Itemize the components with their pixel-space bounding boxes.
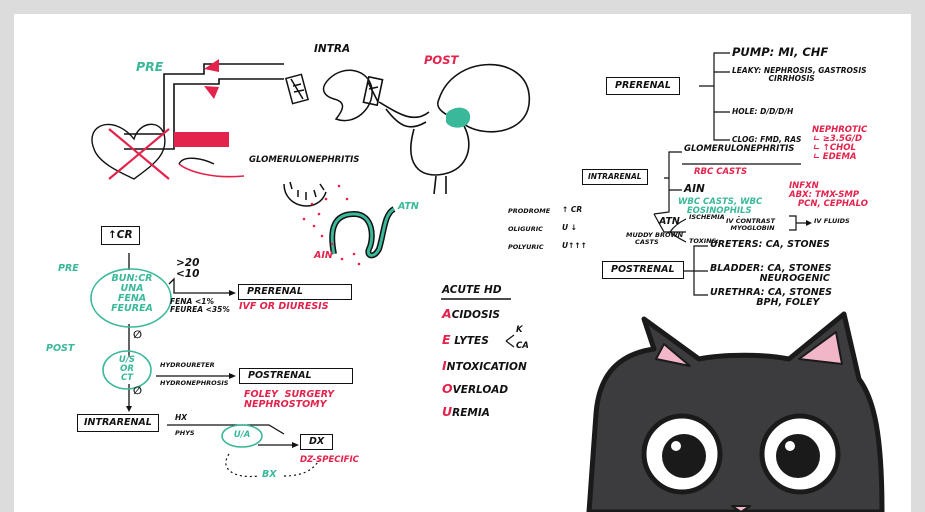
mnemonic-rest: remia — [452, 407, 490, 419]
label-ain: AIN — [314, 250, 333, 261]
dx-box: DX — [300, 434, 334, 450]
kidney-drawing — [284, 69, 373, 122]
tree-lines — [653, 52, 806, 296]
mnemonic-letter: I — [442, 358, 447, 373]
flowchart-arrowheads — [126, 290, 299, 448]
contrast-myoglobin-label: IV contrast myoglobin — [726, 217, 776, 232]
label-intra: Intra — [314, 43, 351, 55]
fena-note: FeNa <1% FEUrea <35% — [170, 297, 230, 314]
bx-dotted-loop — [225, 453, 320, 478]
mnemonic-rest: verload — [452, 384, 509, 396]
hydronephrosis-label: hydronephrosis — [160, 379, 229, 387]
bun-cr-ratio: >20 <10 — [176, 257, 200, 281]
bun-cr-oval — [90, 268, 172, 328]
bladder-green-blob — [446, 107, 471, 128]
bladder-drawing — [362, 63, 530, 195]
cat-mascot — [586, 311, 885, 512]
whiteboard: Pre Intra Post Glomerulonephritis ATN AI… — [14, 14, 911, 512]
elytes-fork — [505, 334, 515, 348]
prodrome-label: Prodrome — [508, 207, 551, 215]
null-symbol-1: ∅ — [133, 329, 142, 341]
tree-arrowhead — [806, 220, 812, 226]
mnemonic-item: Overload — [442, 382, 508, 396]
tree-prerenal-box: Prerenal — [606, 77, 680, 95]
polyuric-value: U↑↑↑ — [562, 241, 587, 250]
label-post: Post — [424, 53, 459, 67]
ivf-or-diuresis: IVF OR DIURESIS — [239, 301, 329, 312]
muddy-brown-casts-label: Muddy brown casts — [626, 231, 684, 246]
label-pre: Pre — [136, 59, 164, 74]
polyuric-label: Polyuric — [508, 243, 544, 251]
elytes-ca: Ca — [516, 341, 529, 351]
hx-label: HX — [175, 413, 188, 422]
ischemia-label: Ischemia — [689, 213, 725, 221]
drawings-layer — [90, 52, 885, 512]
mnemonic-rest: cidosis — [451, 309, 500, 321]
mnemonic-letter: A — [442, 306, 452, 321]
nephrotic-label: Nephrotic ㄴ ≥3.5g/d ㄴ ↑chol ㄴ edema — [812, 125, 868, 162]
infxn-abx-label: Infxn Abx: TMX-SMP PCN, cephalo — [789, 181, 868, 209]
tubule-drawing — [329, 206, 396, 259]
red-vessel-segment — [174, 132, 229, 147]
elytes-k: K — [516, 325, 523, 335]
us-ct-oval — [102, 350, 152, 390]
pump-label: Pump: MI, CHF — [732, 45, 829, 59]
ua-label: U/A — [233, 430, 251, 440]
hydroureter-label: hydroureter — [160, 361, 215, 369]
flow-pre-label: Pre — [58, 263, 79, 274]
mnemonic-rest: ntoxication — [446, 361, 527, 373]
leaky-label: Leaky: nephrosis, gastrosis cirrhosis — [732, 66, 867, 83]
oliguric-value: U ↓ — [562, 223, 577, 232]
red-vessel-wedge — [204, 59, 219, 72]
dz-specific-label: Dz-specific — [300, 455, 359, 465]
mnemonic-letter: U — [442, 404, 453, 419]
ureters-label: Ureters: CA, stones — [710, 239, 830, 250]
glomerulus-drawing — [283, 181, 327, 207]
phys-label: PHYS — [175, 429, 195, 437]
tree-intrarenal-box: Intrarenal — [582, 169, 648, 185]
bladder-label: Bladder: CA, stones Neurogenic — [710, 263, 832, 284]
ua-oval — [221, 424, 263, 448]
mnemonic-rest: lytes — [450, 335, 489, 347]
ain-dots — [302, 184, 361, 266]
label-glomerulonephritis: Glomerulonephritis — [249, 155, 360, 165]
bun-cr-panel: BUN:CR UNA FENA FEUREA — [111, 273, 153, 314]
iv-fluids-label: IV Fluids — [814, 217, 850, 225]
mnemonic-item: Uremia — [442, 405, 490, 419]
oliguric-label: Oliguric — [508, 225, 543, 233]
urethra-label: Urethra: CA, stones BPH, Foley — [710, 287, 832, 308]
toxins-label: Toxins: — [689, 237, 719, 245]
mnemonic-letter: E — [442, 332, 451, 347]
mnemonic-letter: O — [442, 381, 453, 396]
bx-label: BX — [262, 469, 277, 480]
flowchart-lines — [128, 253, 292, 446]
us-ct-panel: U/S OR CT — [118, 355, 136, 383]
foley-surgery-nephrostomy: Foley Surgery Nephrostomy — [244, 389, 335, 410]
red-vessel-wedge-2 — [204, 86, 219, 99]
rbc-casts-label: RBC casts — [694, 167, 748, 177]
atn-label: ATN — [659, 216, 680, 227]
crossed-heart-icon — [91, 123, 245, 180]
glomerulonephritis-label: Glomerulonephritis — [684, 144, 795, 154]
wbc-casts-label: WBC casts, WBC eosinophils — [678, 197, 763, 216]
label-atn: ATN — [398, 201, 419, 212]
postrenal-box: Postrenal — [239, 368, 353, 384]
clog-label: Clog: FMD, RAS — [732, 135, 802, 144]
mnemonic-item: Acidosis — [442, 307, 500, 321]
intrarenal-box: Intrarenal — [77, 414, 159, 432]
cr-box: ↑CR — [101, 226, 140, 246]
acute-hd-title: Acute HD — [442, 284, 502, 296]
prodrome-value: ↑ CR — [562, 205, 583, 214]
tree-postrenal-box: Postrenal — [602, 261, 684, 279]
mnemonic-item: Intoxication — [442, 359, 527, 373]
flow-post-label: Post — [46, 343, 75, 354]
null-symbol-2: ∅ — [133, 385, 142, 397]
hole-label: Hole: D/D/D/H — [732, 107, 794, 116]
mnemonic-item: E lytes — [442, 333, 489, 347]
ain-label: AIN — [684, 183, 705, 195]
prerenal-box: Prerenal — [238, 284, 352, 300]
